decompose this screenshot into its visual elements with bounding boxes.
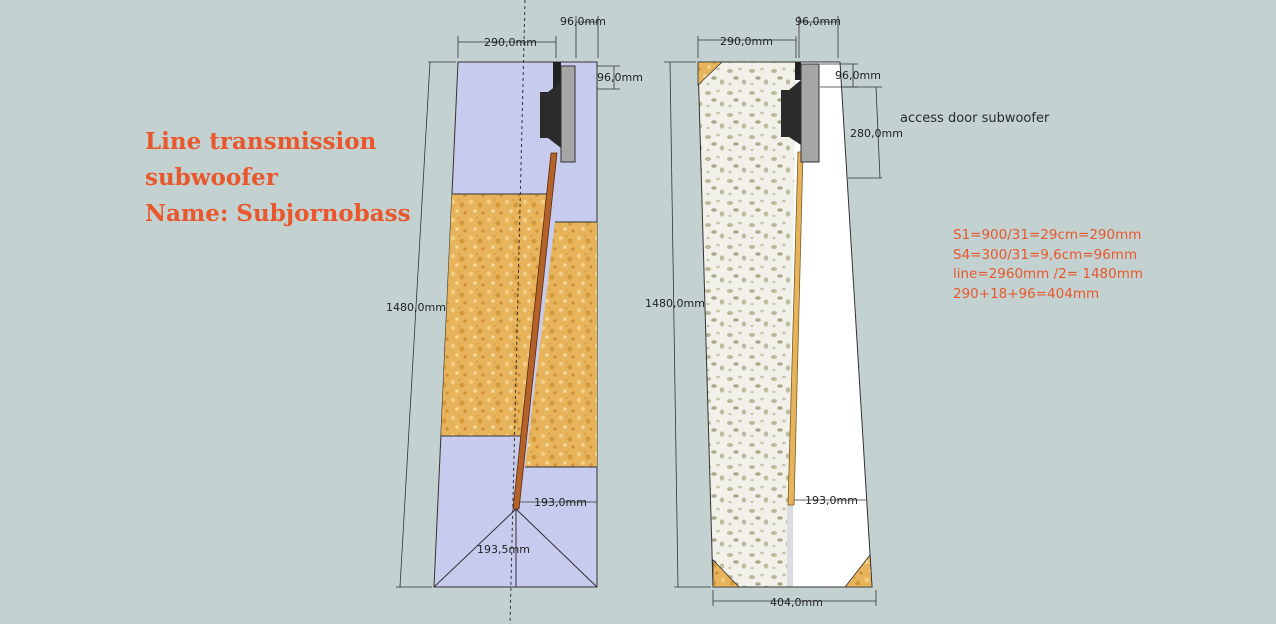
left-divider-board <box>512 152 558 510</box>
left-cross-section <box>433 0 598 624</box>
right-dim-width-top: 290,0mm <box>720 35 773 48</box>
right-dim-bottom-width: 193,0mm <box>805 494 858 507</box>
right-driver-baffle <box>800 63 820 163</box>
left-driver-magnet <box>553 62 561 88</box>
title-line-1: Line transmission <box>145 128 377 155</box>
right-dim-slot-width: 96,0mm <box>795 15 841 28</box>
diagram-title: Line transmission subwoofer Name: Subjor… <box>145 124 411 232</box>
title-line-3: Name: Subjornobass <box>145 200 411 227</box>
left-dimensions <box>396 16 620 588</box>
note-s4: S4=300/31=9,6cm=96mm <box>953 246 1138 263</box>
right-dim-slot-height: 96,0mm <box>835 69 881 82</box>
right-brace-bottom-right <box>844 553 873 588</box>
note-s1: S1=900/31=29cm=290mm <box>953 227 1142 243</box>
right-driver-magnet <box>795 62 801 80</box>
left-dim-height: 1480,0mm <box>386 301 446 314</box>
access-door-label: access door subwoofer <box>900 111 1050 126</box>
left-driver-baffle <box>560 65 576 163</box>
title-line-2: subwoofer <box>145 164 278 191</box>
right-dim-base-width: 404,0mm <box>770 596 823 609</box>
right-cross-section <box>697 61 873 588</box>
right-chamber-speckled <box>698 62 796 587</box>
right-driver-cone <box>781 80 801 145</box>
centre-axis-line <box>509 0 526 624</box>
right-brace-bottom-left <box>712 559 740 588</box>
right-chamber-white <box>787 62 872 587</box>
right-brace-top <box>697 61 723 86</box>
right-dimensions <box>664 16 882 606</box>
right-dim-door-height: 280,0mm <box>850 127 903 140</box>
left-dim-width-top: 290,0mm <box>484 36 537 49</box>
left-driver-cone <box>540 82 561 148</box>
right-dim-height: 1480,0mm <box>645 297 705 310</box>
note-line: line=2960mm /2= 1480mm <box>953 266 1144 282</box>
note-sum: 290+18+96=404mm <box>953 285 1100 302</box>
left-dim-slot-height: 96,0mm <box>597 71 643 84</box>
left-dim-triangle-height: 193,5mm <box>477 543 530 556</box>
left-damping-lower <box>525 222 597 467</box>
calculation-notes: S1=900/31=29cm=290mm S4=300/31=9,6cm=96m… <box>953 226 1143 304</box>
left-dim-bottom-width: 193,0mm <box>534 496 587 509</box>
left-damping-upper <box>441 194 549 436</box>
left-dim-slot-width: 96,0mm <box>560 15 606 28</box>
